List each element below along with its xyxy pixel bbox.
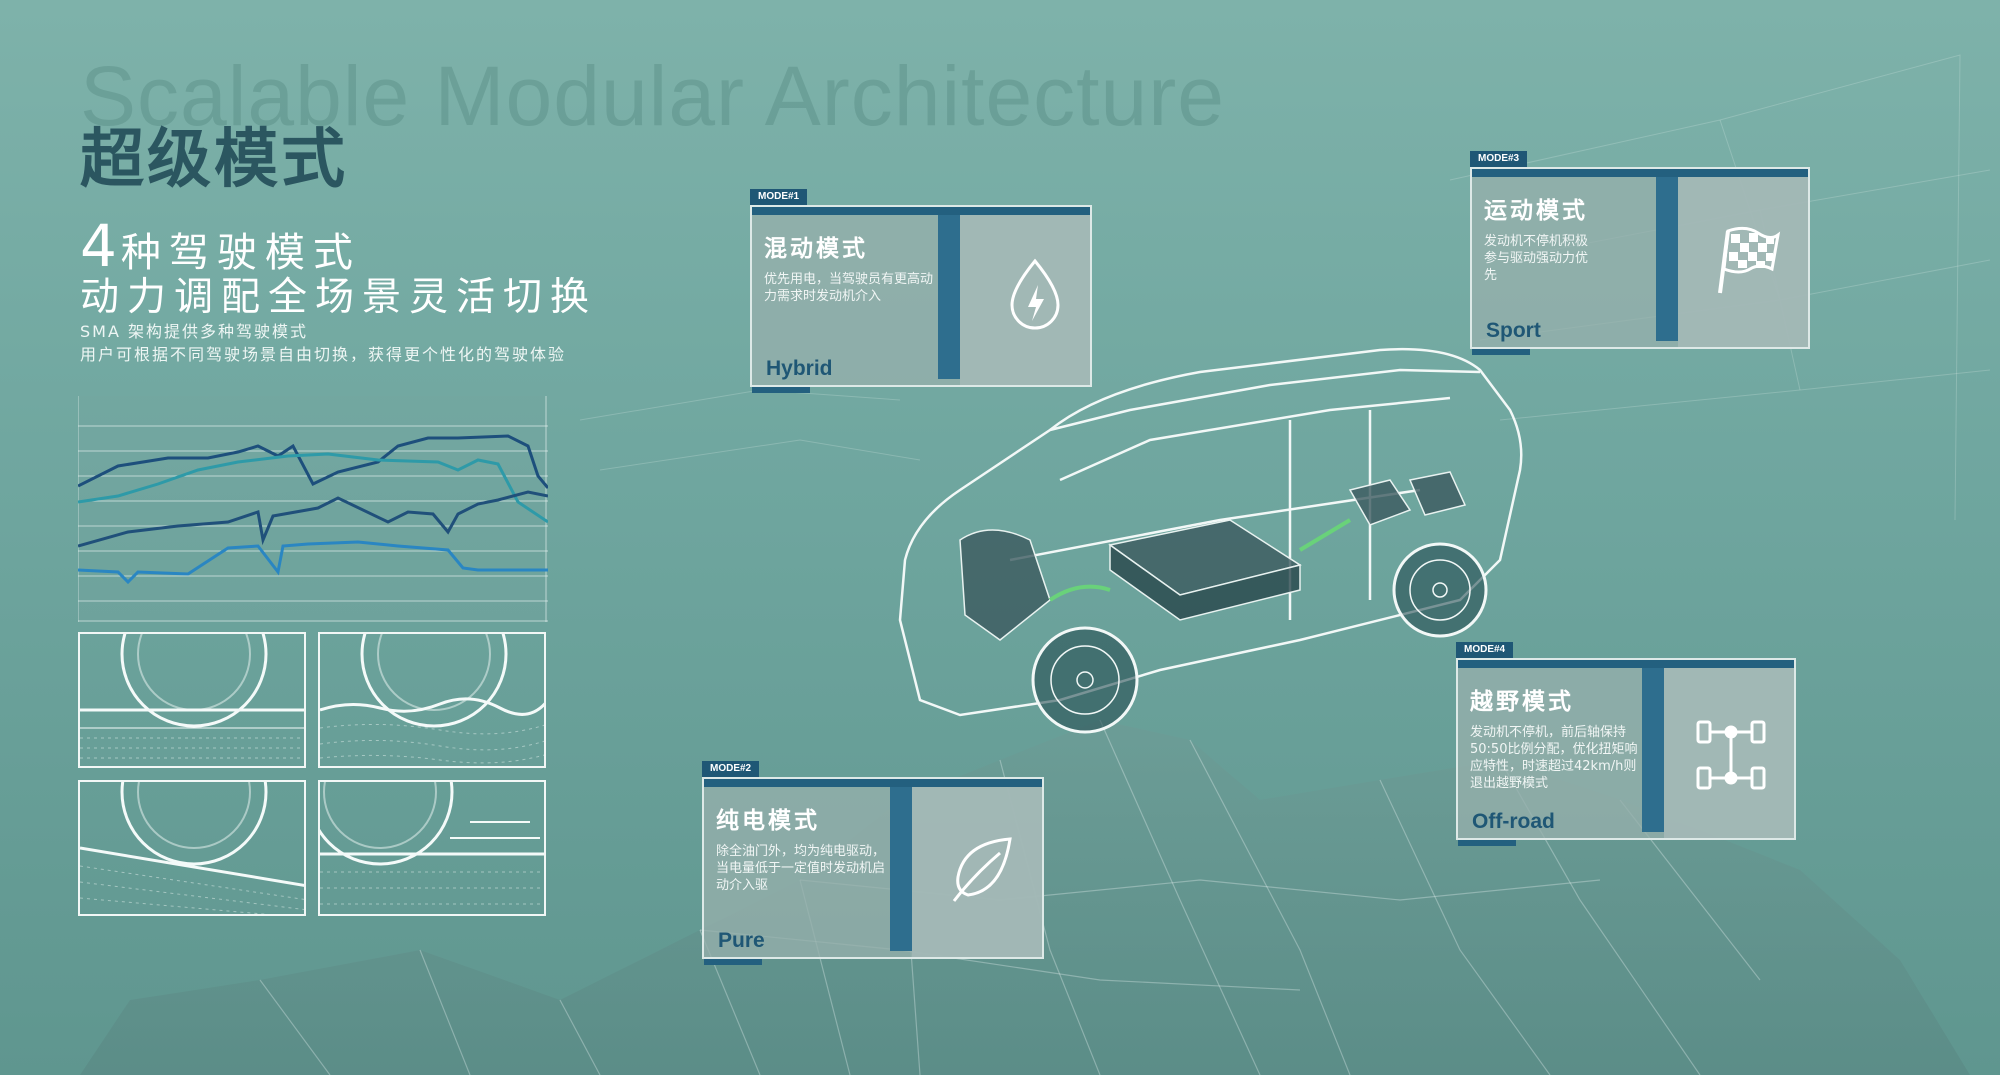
graph-line-teal [78, 452, 548, 524]
4wd-drivetrain-icon [1696, 720, 1766, 790]
graph-line-navy [78, 490, 548, 548]
terrain-tile-speed [318, 780, 546, 916]
icon-panel [912, 787, 1042, 957]
page-title: 超级模式 [80, 123, 348, 197]
checkered-flag-icon [1718, 226, 1781, 294]
mode-count: 4 [80, 212, 121, 280]
card-footer-bar [704, 959, 762, 965]
mode-name: 越野模式 [1470, 689, 1574, 715]
leaf-icon [952, 837, 1012, 902]
mode-english-name: Pure [718, 929, 765, 952]
mode-name: 混动模式 [764, 236, 868, 262]
mode-card-pure[interactable]: MODE#2 纯电模式 除全油门外，均为纯电驱动，当电量低于一定值时发动机启动介… [702, 761, 1044, 965]
card-header-bar [1472, 169, 1808, 177]
mode-english-name: Off-road [1472, 810, 1555, 833]
graph-line-blue [78, 540, 548, 585]
mode-card-offroad[interactable]: MODE#4 越野模式 发动机不停机，前后轴保持50:50比例分配，优化扭矩响应… [1456, 642, 1796, 846]
mode-description: 优先用电，当驾驶员有更高动力需求时发动机介入 [764, 272, 934, 304]
terrain-tile-flat [78, 632, 306, 768]
mode-english-name: Sport [1486, 319, 1541, 342]
card-footer-bar [1472, 349, 1530, 355]
subtitle-line-1: 4种驾驶模式 [80, 212, 361, 280]
icon-panel [1664, 668, 1794, 838]
watermark-title: Scalable Modular Architecture [80, 49, 1225, 143]
mode-description: 发动机不停机，前后轴保持50:50比例分配，优化扭矩响应特性，时速超过42km/… [1470, 725, 1638, 791]
mode-description: 发动机不停机积极参与驱动强动力优先 [1484, 234, 1589, 283]
mode-english-name: Hybrid [766, 357, 833, 380]
card-stripe [938, 215, 960, 379]
card-header-bar [1458, 660, 1794, 668]
mode-name: 运动模式 [1484, 198, 1588, 224]
subtitle-line-2: 动力调配全场景灵活切换 [80, 275, 598, 320]
card-footer-bar [1458, 840, 1516, 846]
card-footer-bar [752, 387, 810, 393]
card-stripe [890, 787, 912, 951]
description-line-2: 用户可根据不同驾驶场景自由切换，获得更个性化的驾驶体验 [80, 345, 567, 364]
terrain-tile-wavy [318, 632, 546, 768]
card-stripe [1656, 177, 1678, 341]
icon-panel [960, 215, 1090, 385]
card-stripe [1642, 668, 1664, 832]
card-header-bar [704, 779, 1042, 787]
subtitle-line-1-text: 种驾驶模式 [120, 230, 361, 276]
mode-card-hybrid[interactable]: MODE#1 混动模式 优先用电，当驾驶员有更高动力需求时发动机介入 Hybri… [750, 189, 1092, 393]
mode-name: 纯电模式 [716, 808, 820, 834]
mode-tag: MODE#3 [1470, 151, 1528, 167]
terrain-tile-slope [78, 780, 306, 916]
torque-graph-illustration [78, 396, 548, 622]
mode-tag: MODE#4 [1456, 642, 1514, 658]
card-header-bar [752, 207, 1090, 215]
lightning-drop-icon [1010, 258, 1060, 330]
mode-tag: MODE#1 [750, 189, 808, 205]
mode-tag: MODE#2 [702, 761, 760, 777]
graph-line-dark [78, 434, 548, 489]
description-line-1: SMA 架构提供多种驾驶模式 [80, 322, 308, 341]
mode-description: 除全油门外，均为纯电驱动，当电量低于一定值时发动机启动介入驱 [716, 844, 886, 893]
mode-card-sport[interactable]: MODE#3 运动模式 发动机不停机积极参与驱动强动力优先 Sport [1470, 151, 1810, 355]
